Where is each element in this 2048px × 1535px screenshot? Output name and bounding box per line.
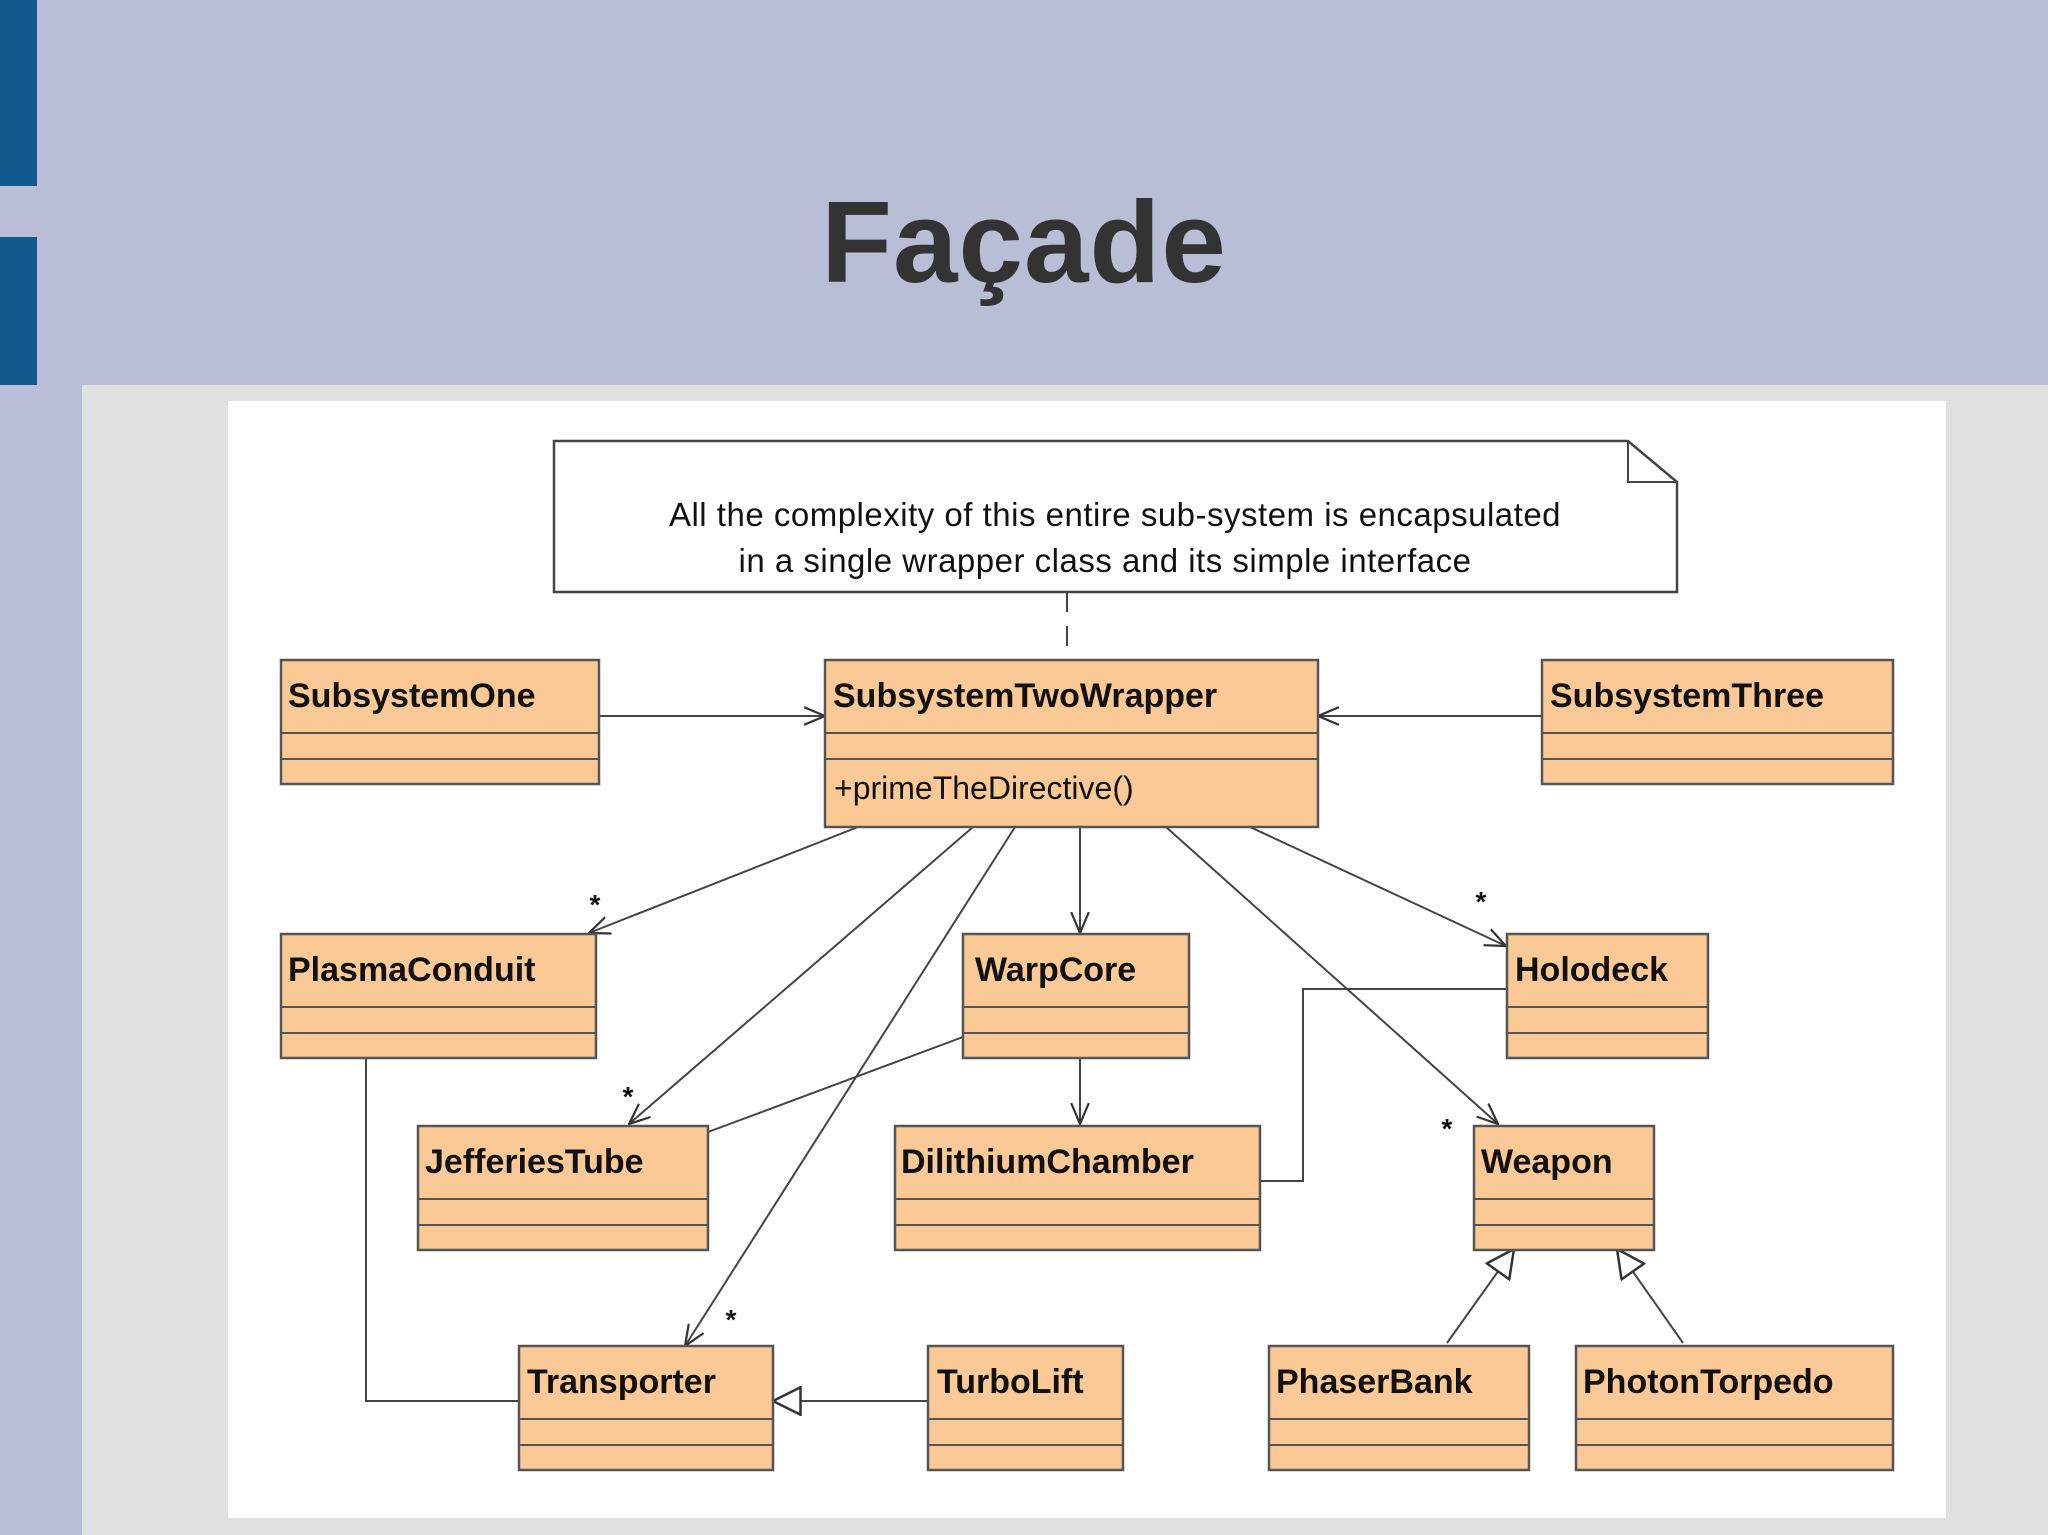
multiplicity-weapon: * [1442,1113,1453,1144]
class-transporter: Transporter [517,1344,775,1472]
class-name: SubsystemThree [1550,677,1824,715]
class-subsystem-one: SubsystemOne [279,658,601,786]
multiplicity-markers: * * * * * [590,886,1487,1335]
class-subsystem-two-wrapper: SubsystemTwoWrapper +primeTheDirective() [823,658,1320,829]
class-name: Holodeck [1515,951,1668,989]
note-line-2: in a single wrapper class and its simple… [738,542,1471,579]
class-name: TurboLift [937,1363,1084,1401]
class-turbo-lift: TurboLift [926,1344,1125,1472]
associations [365,716,1542,1402]
class-name: SubsystemOne [288,677,536,715]
multiplicity-transporter: * [726,1304,737,1335]
operation-prime-the-directive: +primeTheDirective() [834,770,1134,806]
multiplicity-plasma-conduit: * [590,889,601,920]
multiplicity-jefferies-tube: * [623,1081,634,1112]
class-warp-core: WarpCore [961,932,1191,1060]
multiplicity-holodeck: * [1476,886,1487,917]
class-name: SubsystemTwoWrapper [833,677,1217,715]
left-strip [0,385,82,1535]
slide-title: Façade [821,177,1227,307]
note-line-1: All the complexity of this entire sub-sy… [669,496,1561,533]
class-subsystem-three: SubsystemThree [1540,658,1895,786]
class-holodeck: Holodeck [1505,932,1710,1060]
class-name: PlasmaConduit [288,951,535,989]
class-jefferies-tube: JefferiesTube [416,1124,710,1252]
class-name: PhaserBank [1276,1363,1473,1401]
class-name: WarpCore [975,951,1136,989]
side-bar-top [0,0,37,186]
generalizations [773,1249,1684,1401]
uml-diagram: All the complexity of this entire sub-sy… [228,401,1946,1518]
class-photon-torpedo: PhotonTorpedo [1574,1344,1895,1472]
note: All the complexity of this entire sub-sy… [552,439,1679,594]
class-name: DilithiumChamber [901,1143,1194,1181]
class-name: JefferiesTube [425,1143,644,1181]
class-name: Transporter [527,1363,716,1401]
class-dilithium-chamber: DilithiumChamber [893,1124,1262,1252]
class-name: PhotonTorpedo [1583,1363,1834,1401]
class-plasma-conduit: PlasmaConduit [279,932,598,1060]
class-phaser-bank: PhaserBank [1267,1344,1531,1472]
class-name: Weapon [1481,1143,1613,1181]
class-weapon: Weapon [1472,1124,1656,1252]
